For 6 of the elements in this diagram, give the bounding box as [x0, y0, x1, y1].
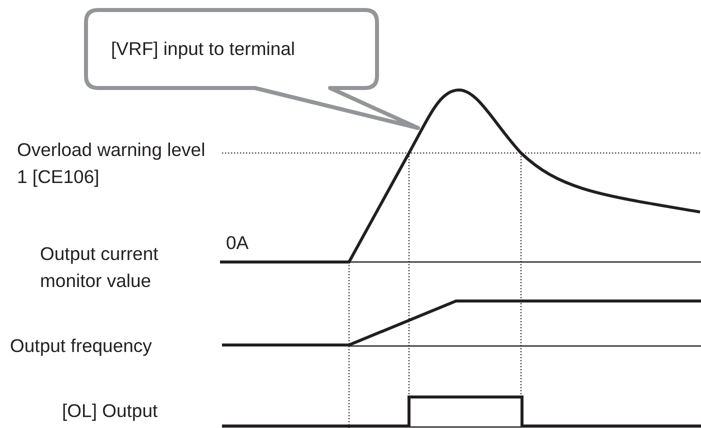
signal-label: 0A: [226, 231, 249, 255]
signal-label: Output frequency: [10, 334, 152, 358]
signal-label: Overload warning level 1 [CE106]: [17, 138, 206, 189]
signal-label: [OL] Output: [62, 399, 158, 423]
signal-label: Output current monitor value: [40, 242, 160, 293]
callout-text: [VRF] input to terminal: [111, 38, 296, 60]
